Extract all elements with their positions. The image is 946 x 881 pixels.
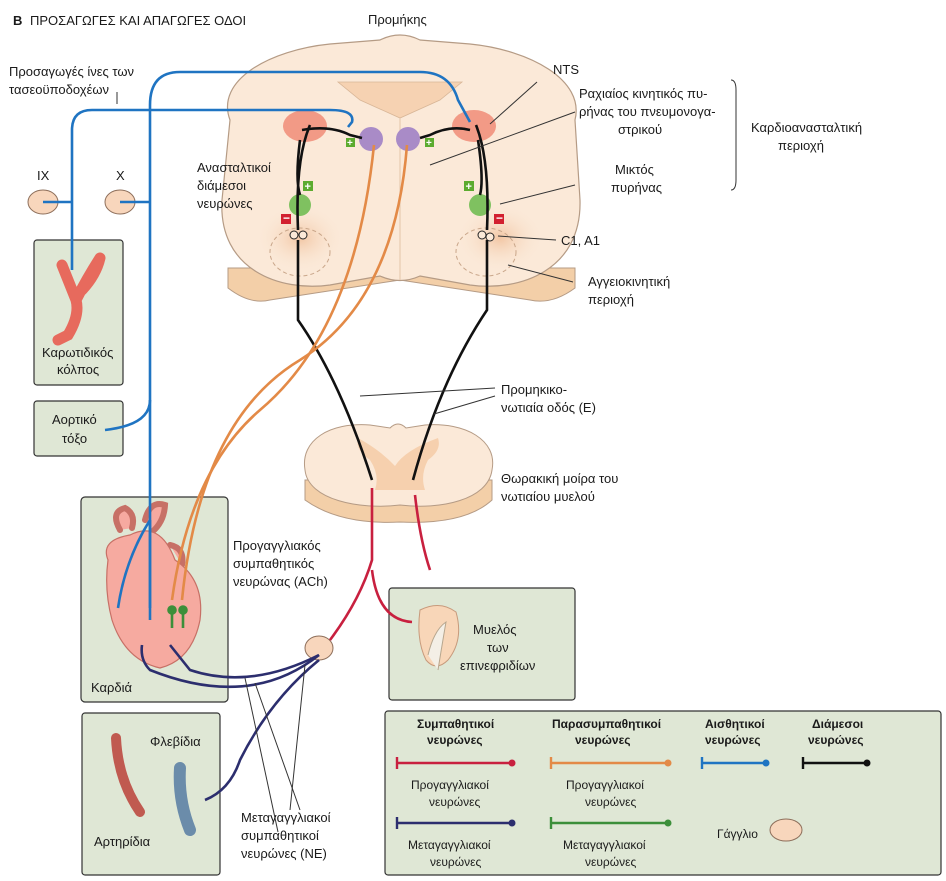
heart-label: Καρδιά — [91, 680, 133, 695]
postganglionic-label-2: συμπαθητικοί — [241, 828, 319, 843]
ambiguus-label-2: πυρήνας — [611, 180, 662, 195]
carotid-box: Καρωτιδικός κόλπος — [33, 239, 124, 386]
vagus-label-3: στρικού — [618, 122, 662, 137]
preganglionic-label-2: συμπαθητικός — [233, 556, 314, 571]
ambiguus-left — [289, 194, 311, 216]
legend-para-pre-1: Προγαγγλιακοί — [566, 778, 644, 792]
vagal-nucleus-right — [396, 127, 420, 151]
legend-para-post-1: Μεταγαγγλιακοί — [563, 838, 646, 852]
venule-label: Φλεβίδια — [150, 734, 201, 749]
svg-text:−: − — [496, 211, 503, 225]
vasomotor-label-1: Αγγειοκινητική — [588, 274, 670, 289]
sympathetic-pre — [328, 488, 432, 641]
svg-text:−: − — [283, 211, 290, 225]
c1a1-label: C1, A1 — [561, 233, 600, 248]
cardioinhib-label-1: Καρδιοανασταλτική — [751, 120, 862, 135]
nts-left — [283, 110, 327, 142]
bulbospinal-label-1: Προμηκικο- — [501, 382, 567, 397]
thoracic-label-2: νωτιαίου μυελού — [501, 489, 595, 504]
afferent-label-1: Προσαγωγές ίνες των — [9, 64, 134, 79]
legend-symp-pre-2: νευρώνες — [429, 795, 480, 809]
bulbospinal-label-2: νωτιαία οδός (Ε) — [501, 400, 596, 415]
parasympathetic-post — [167, 605, 188, 628]
svg-text:+: + — [466, 181, 472, 193]
svg-text:+: + — [347, 138, 353, 149]
ambiguus-label-1: Μικτός — [615, 162, 654, 177]
legend-para-pre-2: νευρώνες — [585, 795, 636, 809]
inhib-label-1: Ανασταλτικοί — [197, 160, 271, 175]
legend-ganglion-icon — [769, 818, 803, 842]
legend-symp-post-1: Μεταγαγγλιακοί — [408, 838, 491, 852]
afferent-label-2: τασεοϋποδοχέων — [9, 82, 109, 97]
vasomotor-label-2: περιοχή — [588, 292, 634, 307]
sympathetic-post — [140, 644, 320, 802]
svg-text:+: + — [305, 181, 311, 193]
legend-parasympathetic-2: νευρώνες — [575, 733, 631, 747]
inhib-label-2: διάμεσοι — [197, 178, 246, 193]
vagus-label-2: ρήνας του πνευμονογα- — [579, 104, 716, 119]
aortic-label-1: Αορτικό — [52, 412, 97, 427]
legend-inter-1: Διάμεσοι — [812, 717, 863, 731]
adrenal-box: Μυελός των επινεφριδίων — [388, 587, 576, 701]
adrenal-label-2: των — [487, 640, 509, 655]
pointer-lines — [116, 79, 737, 833]
legend-sensory-2: νευρώνες — [705, 733, 761, 747]
preganglionic-label-3: νευρώνας (ACh) — [233, 574, 328, 589]
legend-symp-pre-1: Προγαγγλιακοί — [411, 778, 489, 792]
legend-sympathetic-1: Συμπαθητικοί — [417, 717, 494, 731]
legend-para-post-2: νευρώνες — [585, 855, 636, 869]
preganglionic-label-1: Προγαγγλιακός — [233, 538, 321, 553]
nts-right — [452, 110, 496, 142]
legend-inter-2: νευρώνες — [808, 733, 864, 747]
title-letter: B — [13, 13, 22, 28]
parasympathetic-pre — [170, 144, 409, 601]
thoracic-cord-section — [303, 423, 494, 523]
vessels-box: Φλεβίδια Αρτηρίδια — [81, 712, 221, 876]
postganglionic-label-1: Μεταγαγγλιακοί — [241, 810, 331, 825]
legend-parasympathetic-1: Παρασυμπαθητικοί — [552, 717, 661, 731]
aortic-label-2: τόξο — [62, 431, 87, 446]
cardioinhib-label-2: περιοχή — [778, 138, 824, 153]
ambiguus-right — [469, 194, 491, 216]
legend-sensory-1: Αισθητικοί — [705, 717, 765, 731]
aortic-box: Αορτικό τόξο — [33, 400, 124, 457]
medulla-section: + − + − + + — [221, 34, 581, 302]
x-label: X — [116, 168, 125, 183]
medulla-label: Προμήκης — [368, 12, 427, 27]
nts-label: NTS — [553, 62, 579, 77]
carotid-label-2: κόλπος — [57, 362, 99, 377]
legend-sympathetic-2: νευρώνες — [427, 733, 483, 747]
thoracic-label-1: Θωρακική μοίρα του — [501, 471, 618, 486]
postganglionic-label-3: νευρώνες (ΝΕ) — [241, 846, 327, 861]
carotid-label-1: Καρωτιδικός — [42, 345, 113, 360]
inhib-label-3: νευρώνες — [197, 196, 253, 211]
ix-label: IX — [37, 168, 50, 183]
vagal-nucleus-left — [359, 127, 383, 151]
adrenal-label-1: Μυελός — [473, 622, 517, 637]
interneurons — [296, 124, 489, 481]
legend-symp-post-2: νευρώνες — [430, 855, 481, 869]
sensory-afferents — [43, 70, 472, 620]
legend-box: Συμπαθητικοί νευρώνες Παρασυμπαθητικοί ν… — [384, 710, 942, 876]
adrenal-label-3: επινεφριδίων — [460, 658, 535, 673]
legend-ganglion: Γάγγλιο — [717, 827, 758, 841]
arteriole-label: Αρτηρίδια — [94, 834, 151, 849]
vagus-label-1: Ραχιαίος κινητικός πυ- — [579, 86, 707, 101]
title-text: ΠΡΟΣΑΓΩΓΕΣ ΚΑΙ ΑΠΑΓΩΓΕΣ ΟΔΟΙ — [30, 13, 246, 28]
svg-text:+: + — [426, 138, 432, 149]
